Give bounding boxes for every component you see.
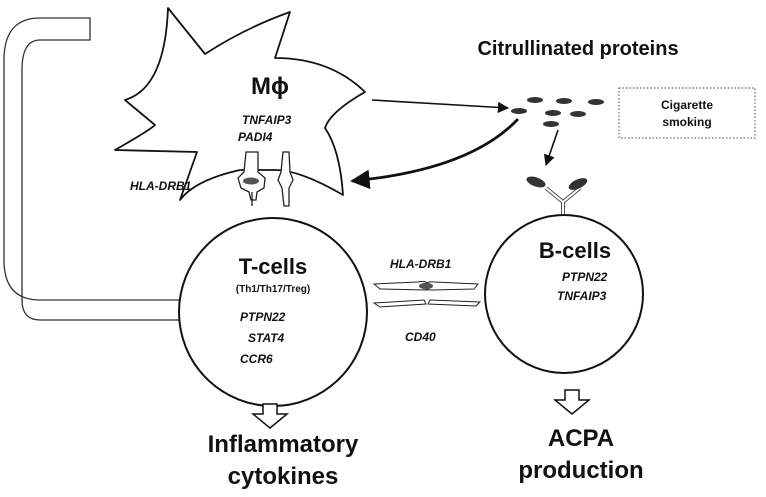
t-cell-gene-stat4: STAT4 (248, 331, 285, 345)
cigarette-smoking-line1: Cigarette (661, 98, 713, 112)
b-cell-circle (484, 214, 644, 374)
acpa-line2: production (518, 457, 643, 484)
cigarette-smoking-box (618, 87, 756, 139)
hla-drb1-mid-label: HLA-DRB1 (390, 257, 452, 271)
cd40-interaction-icon (372, 299, 482, 308)
macrophage-gene-tnfaip3: TNFAIP3 (242, 113, 292, 127)
arrow-to-proteins (371, 99, 510, 113)
acpa-line1: ACPA (548, 425, 614, 452)
t-cell-gene-ccr6: CCR6 (240, 352, 273, 366)
t-cell-title: T-cells (239, 254, 307, 279)
macrophage-label: Mϕ (251, 73, 289, 100)
macrophage-shape (114, 7, 366, 201)
b-cell-output-arrow (552, 389, 592, 415)
macrophage-gene-padi4: PADI4 (238, 130, 273, 144)
inflammatory-line2: cytokines (228, 463, 339, 490)
citrullinated-proteins-title: Citrullinated proteins (477, 38, 678, 60)
b-cell-title: B-cells (539, 238, 611, 263)
t-cell-subtitle: (Th1/Th17/Treg) (236, 284, 310, 295)
t-cell-gene-ptpn22: PTPN22 (240, 310, 286, 324)
t-cell-output-arrow (250, 403, 290, 429)
protein-particles (511, 97, 604, 127)
inflammatory-line1: Inflammatory (208, 431, 359, 458)
arrow-to-macrophage (350, 118, 520, 190)
receptor-icon (277, 151, 294, 207)
cd40-label: CD40 (405, 330, 436, 344)
b-cell-gene-tnfaip3: TNFAIP3 (557, 289, 607, 303)
cigarette-smoking-line2: smoking (662, 115, 711, 129)
hla-drb1-left-label: HLA-DRB1 (130, 179, 192, 193)
hla-receptor-icon (237, 151, 266, 206)
arrow-to-antibody (543, 129, 559, 167)
b-cell-gene-ptpn22: PTPN22 (562, 270, 608, 284)
hla-tcr-interaction-icon (372, 280, 480, 291)
antibody-icon (526, 176, 588, 218)
